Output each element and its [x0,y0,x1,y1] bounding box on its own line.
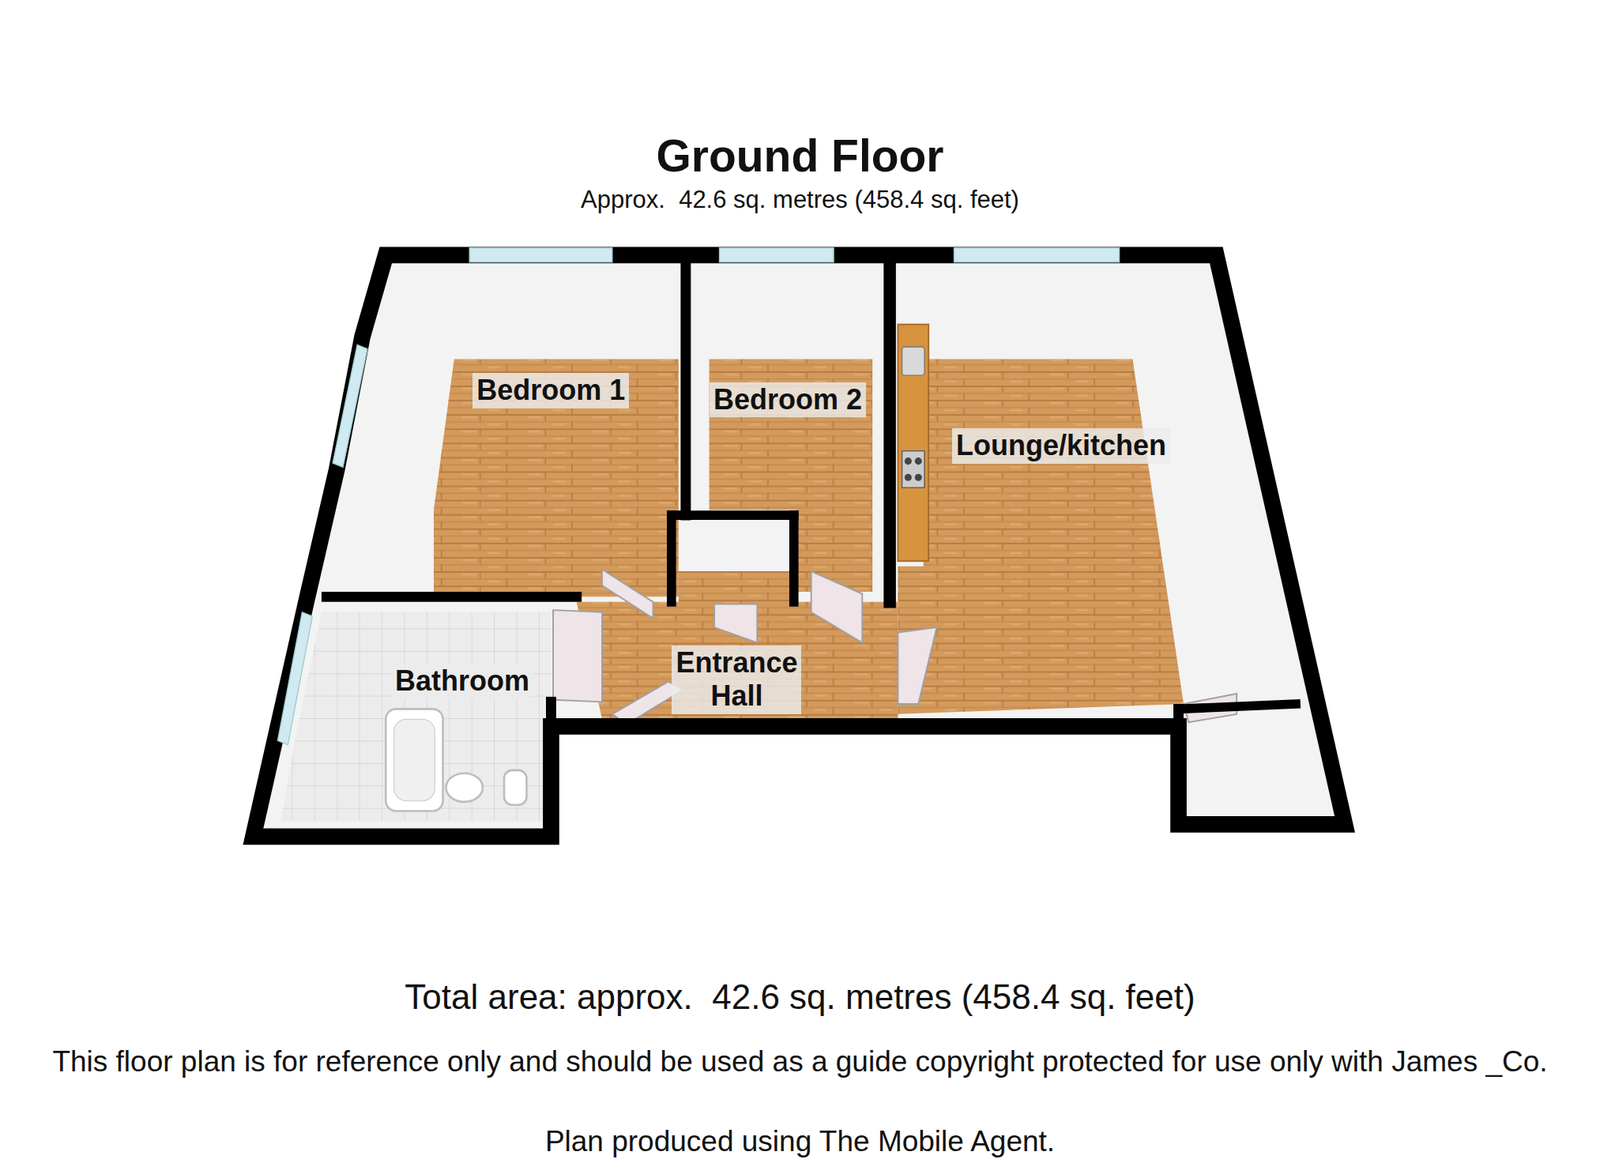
bath-inner [394,719,436,801]
basin [445,773,482,802]
sink [902,346,925,376]
bathroom-floor [280,612,551,822]
room-area: Bedroom 1 [336,267,684,597]
disclaimer: This floor plan is for reference only an… [0,1042,1600,1082]
plan-title: Ground Floor [0,130,1600,181]
hob [902,451,925,488]
room-label: Lounge/kitchen [952,428,1171,464]
lounge-floor [897,359,1184,715]
room-area: Entrance Hall [556,604,893,723]
kitchen-counter [897,324,929,562]
room-label: Bedroom 2 [709,382,866,418]
room-area: Lounge/kitchen [897,267,1296,716]
interior [252,255,1345,837]
credit-note: Plan produced using The Mobile Agent. [0,1121,1600,1162]
bath [385,708,443,811]
room-label: Bedroom 1 [472,372,629,408]
area-subtitle: Approx. 42.6 sq. metres (458.4 sq. feet) [0,185,1600,215]
outer-wall [252,255,1345,837]
total-area: Total area: approx. 42.6 sq. metres (458… [0,976,1600,1018]
room-label: Entrance Hall [671,645,802,715]
inner-walls [326,263,1296,825]
room-label: Bathroom [391,663,534,699]
room-area: Bathroom [267,604,551,829]
toilet [504,770,527,806]
cupboard-floor [678,571,791,607]
room-area: Bedroom 2 [689,267,886,512]
windows [277,248,1119,746]
bedroom1-floor [433,359,679,598]
